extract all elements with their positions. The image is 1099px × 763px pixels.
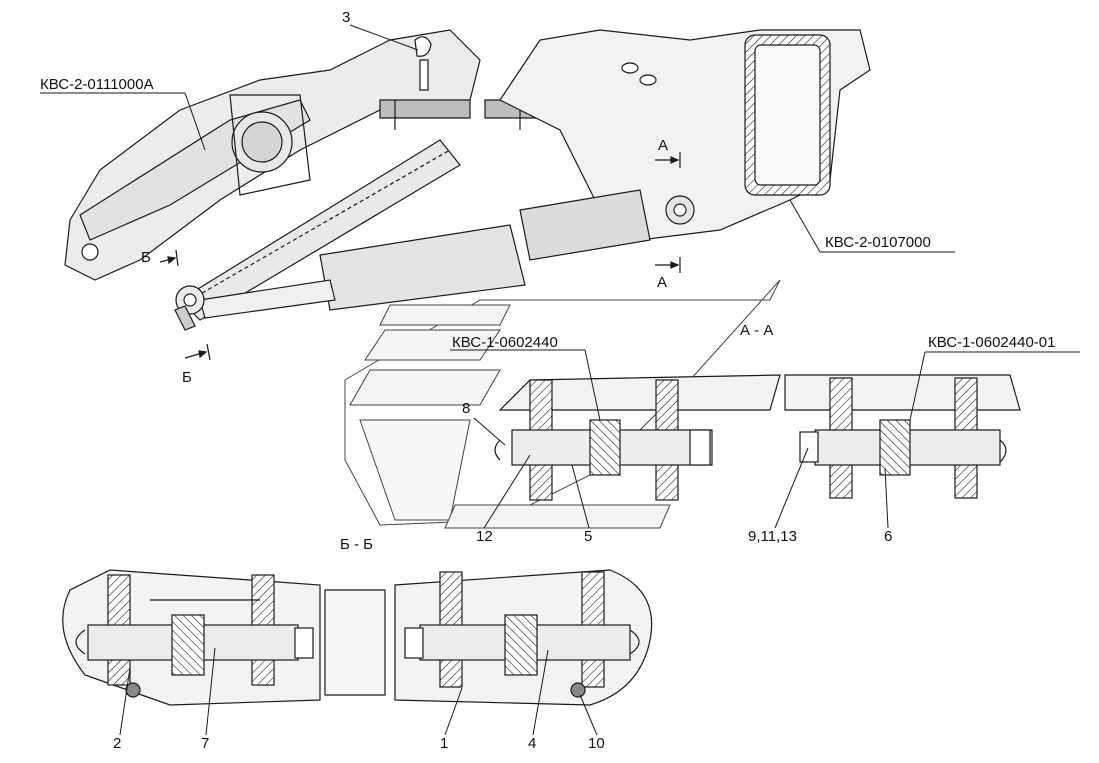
- leader-lines: [40, 24, 1080, 736]
- section-break: [324, 589, 386, 696]
- callout-12: 12: [476, 528, 493, 545]
- label-bracket: КВС-2-0107000: [825, 234, 931, 251]
- callout-5: 5: [584, 528, 593, 545]
- callout-7: 7: [201, 735, 210, 752]
- label-arrow-a-bottom: А: [657, 274, 668, 291]
- label-arrow-b-bottom: Б: [182, 369, 192, 386]
- frame-assembly: [64, 29, 546, 281]
- section-bb-left: [62, 569, 321, 706]
- label-section-bb: Б - Б: [340, 536, 374, 553]
- section-aa: [494, 374, 781, 501]
- projection-ghost: [344, 279, 781, 529]
- label-cylinder-b: КВС-1-0602440-01: [928, 334, 1056, 351]
- callout-6: 6: [884, 528, 893, 545]
- section-aa-right: [784, 374, 1021, 499]
- label-arrow-b-top: Б: [141, 249, 151, 266]
- label-cylinder-a: КВС-1-0602440: [452, 334, 558, 351]
- callout-9-11-13: 9,11,13: [748, 528, 797, 545]
- callout-1: 1: [440, 735, 449, 752]
- section-bb-right: [394, 569, 653, 706]
- section-arrows: [159, 152, 681, 361]
- label-frame: КВС-2-0111000А: [40, 76, 154, 93]
- label-arrow-a-top: А: [658, 137, 669, 154]
- callout-8: 8: [462, 400, 471, 417]
- label-section-aa: А - А: [740, 322, 774, 339]
- bracket-assembly: [499, 29, 871, 241]
- cylinder-lower: [174, 189, 651, 331]
- callout-10: 10: [588, 735, 605, 752]
- callout-2: 2: [113, 735, 122, 752]
- callout-4: 4: [528, 735, 537, 752]
- callout-3: 3: [342, 9, 351, 26]
